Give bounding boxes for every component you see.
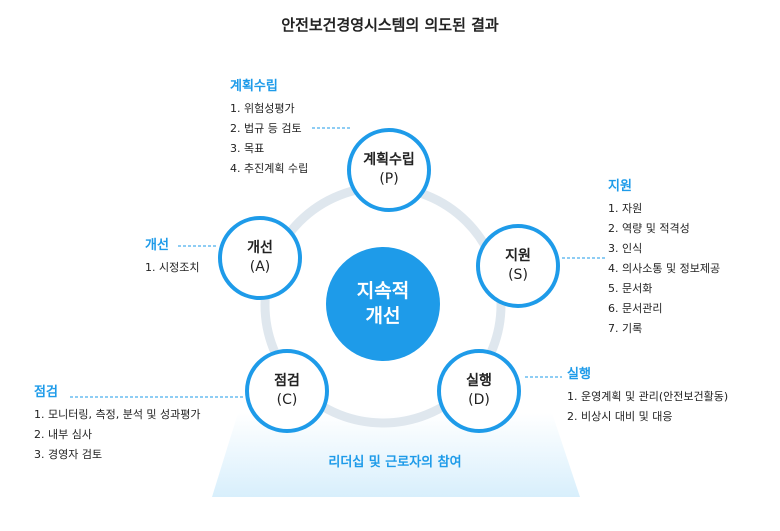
list-item: 7. 기록 [608,322,643,335]
node-check-abbr: (C) [276,392,298,408]
node-do-abbr: (D) [468,392,490,408]
node-act: 개선 (A) [218,216,302,300]
list-item: 3. 인식 [608,242,643,255]
group-check-heading: 점검 [34,385,58,400]
group-support: 지원 1. 자원 2. 역량 및 적격성 3. 인식 4. 의사소통 및 정보제… [608,178,720,339]
core-line-2: 개선 [365,305,401,327]
list-item: 1. 시정조치 [145,261,200,274]
list-item: 2. 역량 및 적격성 [608,222,690,235]
group-act: 개선 1. 시정조치 [145,237,199,278]
list-item: 1. 위험성평가 [230,102,295,115]
list-item: 6. 문서관리 [608,302,663,315]
list-item: 5. 문서화 [608,282,653,295]
node-do-name: 실행 [466,373,492,389]
node-act-abbr: (A) [249,259,271,275]
list-item: 1. 모니터링, 측정, 분석 및 성과평가 [34,408,201,421]
node-support: 지원 (S) [476,224,560,308]
list-item: 4. 의사소통 및 정보제공 [608,262,721,275]
node-check: 점검 (C) [245,349,329,433]
node-support-name: 지원 [505,248,531,264]
group-do: 실행 1. 운영계획 및 관리(안전보건활동) 2. 비상시 대비 및 대응 [567,366,728,427]
base-platform-label: 리더십 및 근로자의 참여 [328,455,462,470]
group-plan: 계획수립 1. 위험성평가 2. 법규 등 검토 3. 목표 4. 추진계획 수… [230,78,308,179]
continuous-improvement-core: 지속적 개선 [326,247,440,361]
node-plan-name: 계획수립 [363,152,415,168]
group-plan-heading: 계획수립 [230,79,278,94]
list-item: 2. 비상시 대비 및 대응 [567,410,673,423]
base-platform [212,413,580,497]
list-item: 2. 내부 심사 [34,428,92,441]
node-plan: 계획수립 (P) [347,128,431,212]
core-line-1: 지속적 [356,280,410,302]
list-item: 1. 자원 [608,202,643,215]
group-check: 점검 1. 모니터링, 측정, 분석 및 성과평가 2. 내부 심사 3. 경영… [34,384,201,465]
list-item: 4. 추진계획 수립 [230,162,309,175]
list-item: 1. 운영계획 및 관리(안전보건활동) [567,390,729,403]
node-check-name: 점검 [274,373,300,389]
node-support-abbr: (S) [508,267,528,283]
page-title: 안전보건경영시스템의 의도된 결과 [281,16,499,34]
node-do: 실행 (D) [437,349,521,433]
group-act-heading: 개선 [145,238,169,253]
group-support-heading: 지원 [608,179,632,194]
node-plan-abbr: (P) [379,171,399,187]
node-act-name: 개선 [247,240,273,256]
list-item: 3. 경영자 검토 [34,448,103,461]
list-item: 3. 목표 [230,142,265,155]
list-item: 2. 법규 등 검토 [230,122,302,135]
group-do-heading: 실행 [567,367,591,382]
